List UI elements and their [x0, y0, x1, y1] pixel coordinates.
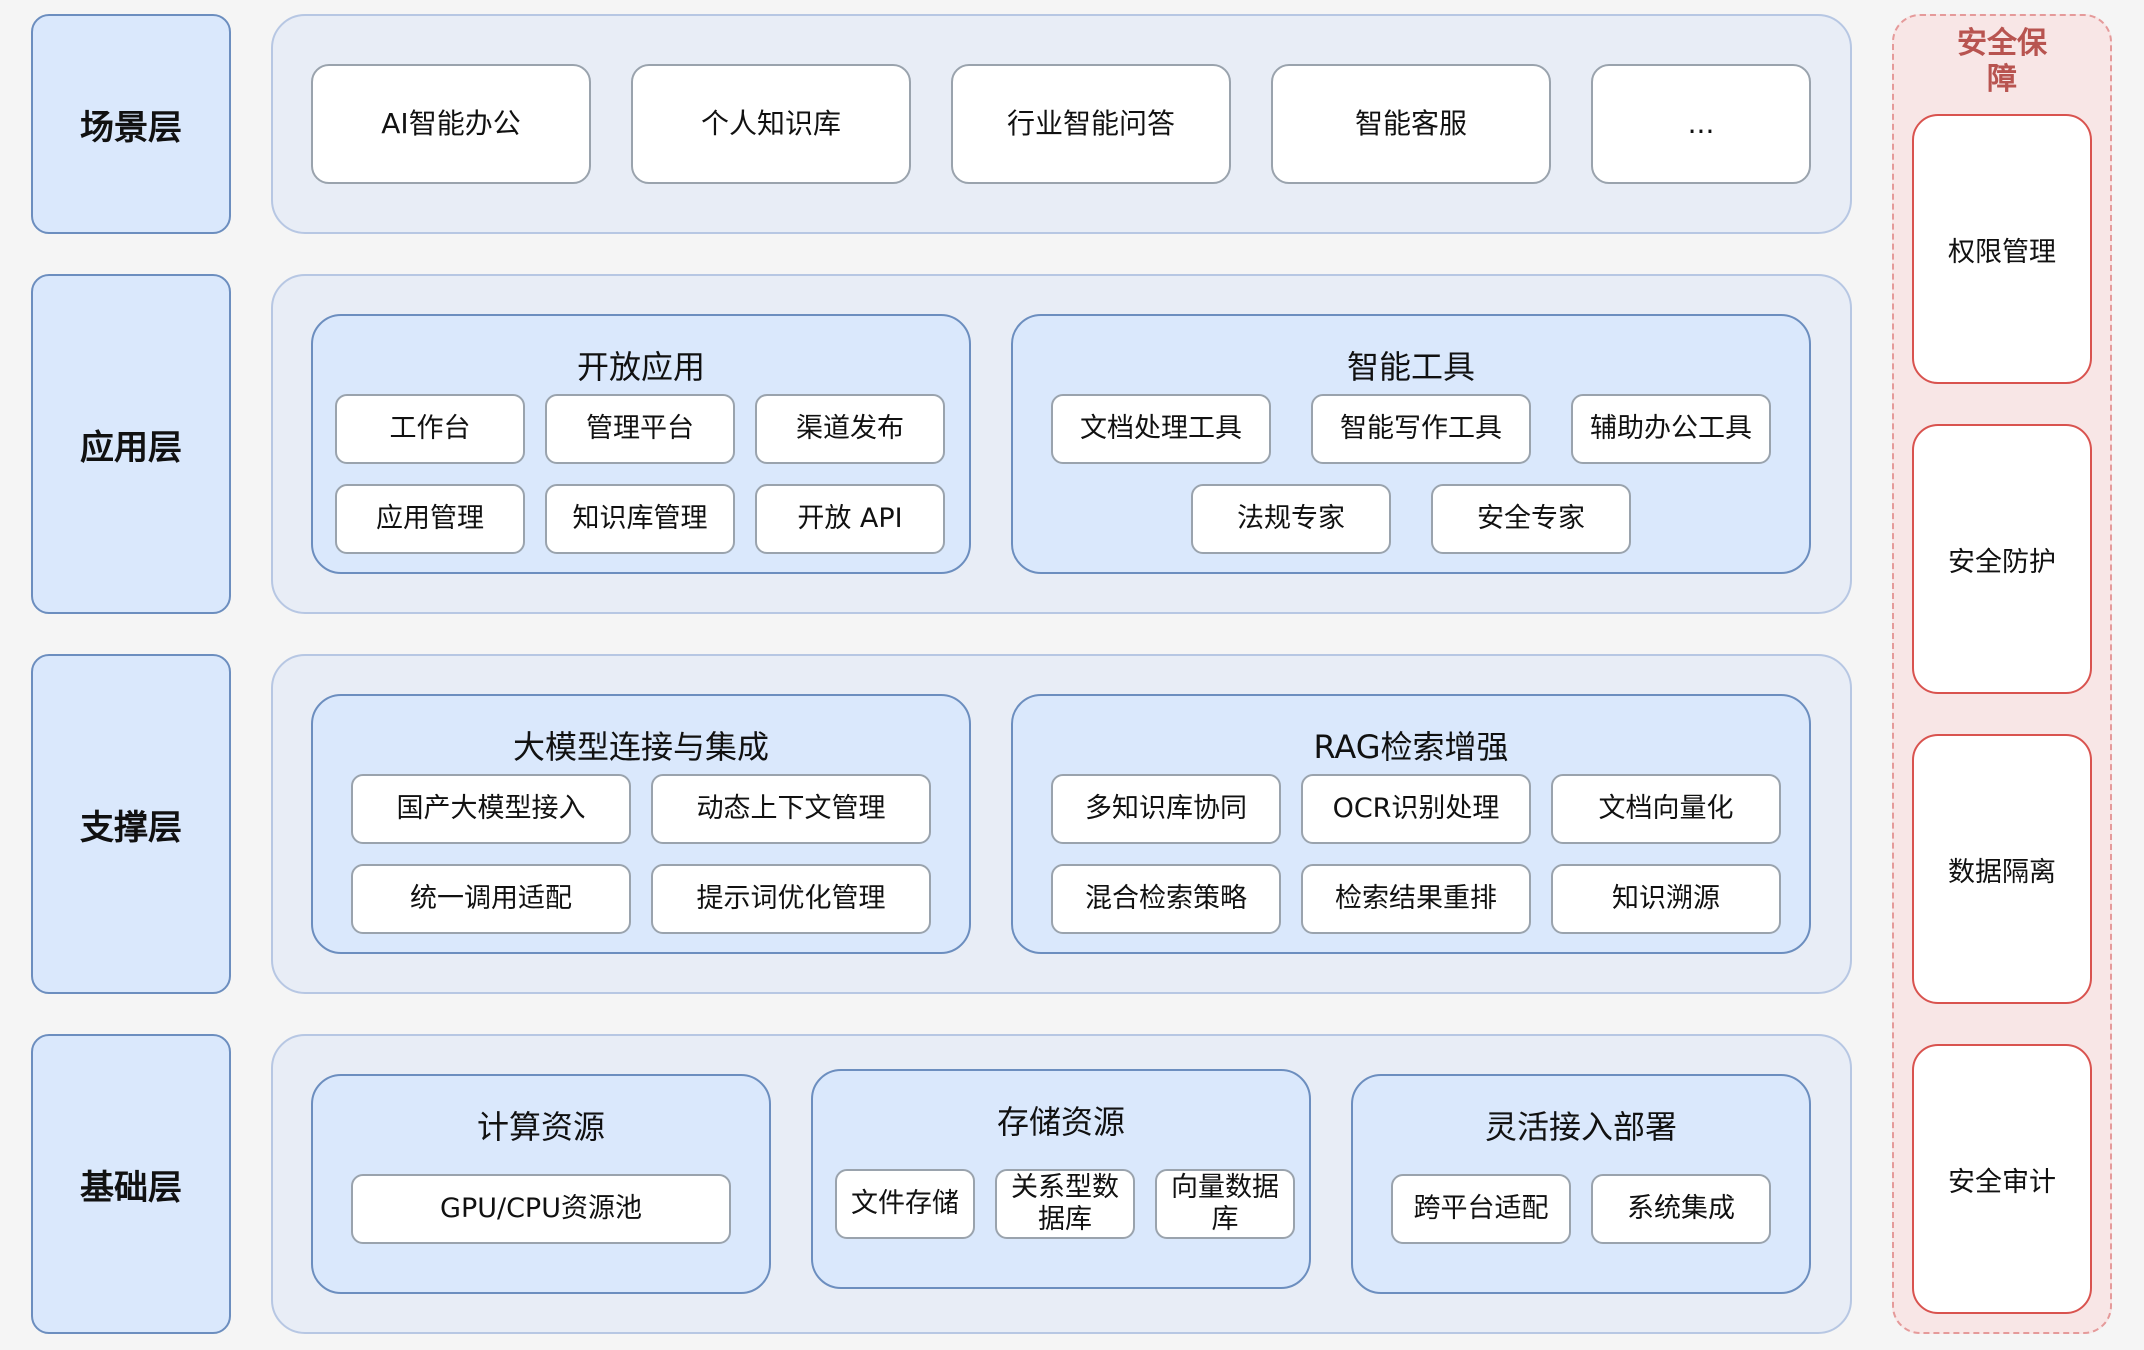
group-title-open-apps: 开放应用	[576, 348, 705, 386]
scene-item-personal-kb: 个人知识库	[631, 64, 911, 184]
llm-item-prompt-optimization: 提示词优化管理	[651, 864, 931, 934]
group-title-rag: RAG检索增强	[1313, 728, 1509, 766]
storage-item-file: 文件存储	[835, 1169, 975, 1239]
rag-item-multi-kb: 多知识库协同	[1051, 774, 1281, 844]
group-title-compute: 计算资源	[476, 1108, 605, 1146]
layer-label-scene: 场景层	[31, 14, 231, 234]
security-title: 安全保 障	[1957, 26, 2047, 97]
scene-item-more: ...	[1591, 64, 1811, 184]
storage-item-vector-db: 向量数据 库	[1155, 1169, 1295, 1239]
storage-item-relational-db: 关系型数 据库	[995, 1169, 1135, 1239]
layer-label-base: 基础层	[31, 1034, 231, 1334]
rag-item-vectorization: 文档向量化	[1551, 774, 1781, 844]
security-item-audit: 安全审计	[1912, 1044, 2092, 1314]
tool-item-legal-expert: 法规专家	[1191, 484, 1391, 554]
app-item-open-api: 开放 API	[755, 484, 945, 554]
security-item-protection: 安全防护	[1912, 424, 2092, 694]
app-item-workbench: 工作台	[335, 394, 525, 464]
rag-item-ocr: OCR识别处理	[1301, 774, 1531, 844]
app-item-admin-platform: 管理平台	[545, 394, 735, 464]
group-title-smart-tools: 智能工具	[1346, 348, 1475, 386]
app-item-channel-publish: 渠道发布	[755, 394, 945, 464]
deploy-item-cross-platform: 跨平台适配	[1391, 1174, 1571, 1244]
compute-item-resource-pool: GPU/CPU资源池	[351, 1174, 731, 1244]
app-item-app-management: 应用管理	[335, 484, 525, 554]
tool-item-smart-writing: 智能写作工具	[1311, 394, 1531, 464]
layer-label-support: 支撑层	[31, 654, 231, 994]
llm-item-context-management: 动态上下文管理	[651, 774, 931, 844]
rag-item-source-tracing: 知识溯源	[1551, 864, 1781, 934]
security-item-data-isolation: 数据隔离	[1912, 734, 2092, 1004]
tool-item-office-assist: 辅助办公工具	[1571, 394, 1771, 464]
tool-item-doc-processing: 文档处理工具	[1051, 394, 1271, 464]
scene-item-ai-office: AI智能办公	[311, 64, 591, 184]
group-title-storage: 存储资源	[996, 1103, 1125, 1141]
scene-item-customer-service: 智能客服	[1271, 64, 1551, 184]
group-title-deployment: 灵活接入部署	[1484, 1108, 1677, 1146]
layer-label-application: 应用层	[31, 274, 231, 614]
security-item-access-control: 权限管理	[1912, 114, 2092, 384]
rag-item-hybrid-search: 混合检索策略	[1051, 864, 1281, 934]
llm-item-domestic-model: 国产大模型接入	[351, 774, 631, 844]
tool-item-security-expert: 安全专家	[1431, 484, 1631, 554]
scene-item-industry-qa: 行业智能问答	[951, 64, 1231, 184]
deploy-item-system-integration: 系统集成	[1591, 1174, 1771, 1244]
llm-item-unified-adapter: 统一调用适配	[351, 864, 631, 934]
rag-item-rerank: 检索结果重排	[1301, 864, 1531, 934]
group-title-llm-integration: 大模型连接与集成	[512, 728, 769, 766]
app-item-kb-management: 知识库管理	[545, 484, 735, 554]
